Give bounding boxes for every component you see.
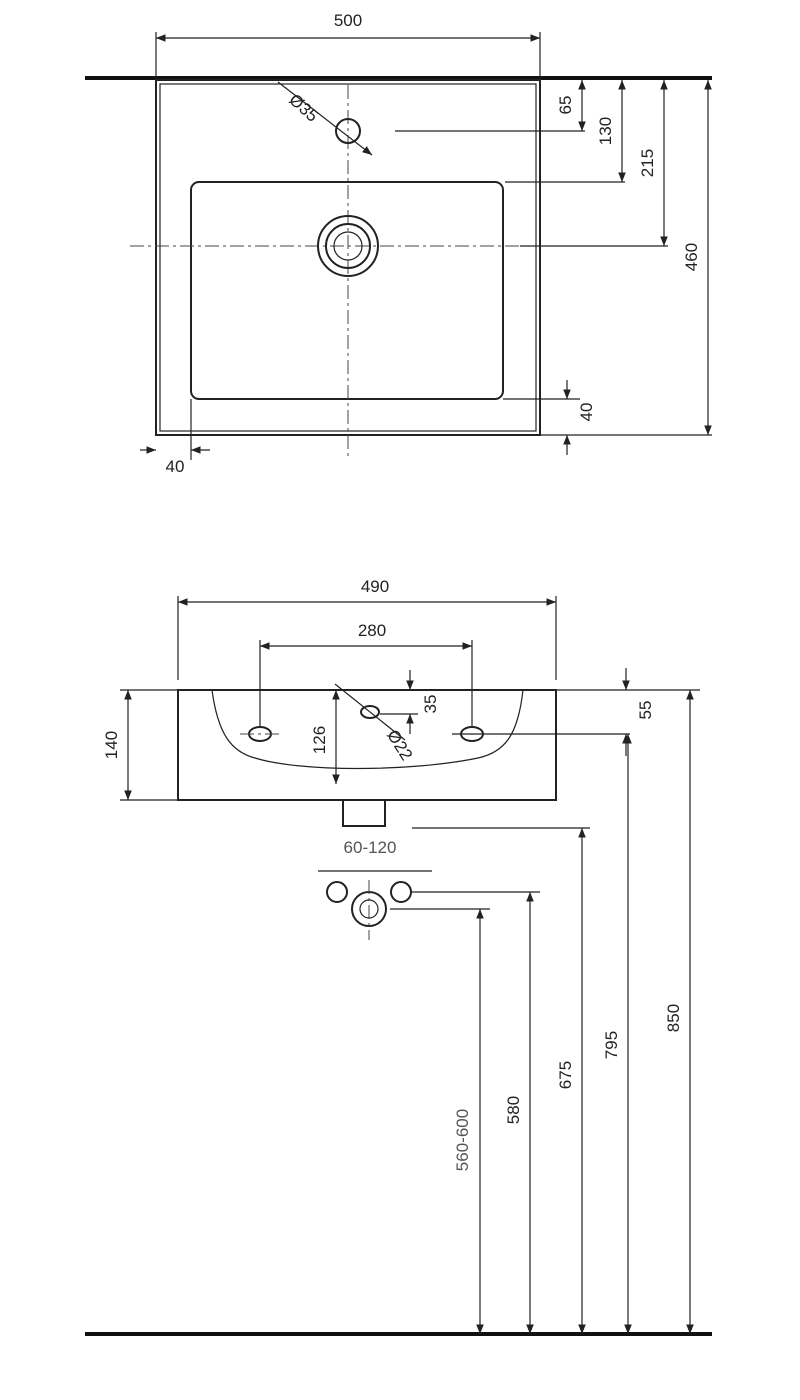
dim-55-label: 55 [636, 701, 655, 720]
dim-130-label: 130 [596, 117, 615, 145]
dim-126-label: 126 [310, 726, 329, 754]
supply-hole-left [326, 881, 348, 903]
supply-hole-right [390, 881, 412, 903]
dim-40-side-label: 40 [166, 457, 185, 476]
dim-490-label: 490 [361, 577, 389, 596]
dim-580-label: 580 [504, 1096, 523, 1124]
drain-stub [342, 799, 386, 827]
top-view: Ø35 500 65 130 215 460 40 40 [85, 11, 712, 476]
dim-560-600-label: 560-600 [453, 1109, 472, 1171]
front-view: Ø22 490 280 35 55 140 126 60-120 [85, 577, 712, 1336]
basin-outline-top [155, 79, 541, 436]
tap-hole-front-diameter-label: Ø22 [383, 726, 416, 763]
dim-500-label: 500 [334, 11, 362, 30]
tap-hole-front-leader [334, 683, 406, 741]
bowl-curve-front [211, 689, 524, 770]
drain-outer [317, 215, 379, 277]
dim-850-label: 850 [664, 1004, 683, 1032]
bowl-outline [190, 181, 504, 400]
tap-hole-diameter-label: Ø35 [285, 90, 322, 126]
dim-65-label: 65 [556, 96, 575, 115]
dim-35-label: 35 [421, 695, 440, 714]
drain-inner [333, 231, 363, 261]
tap-hole-leader [277, 81, 373, 156]
dim-795-label: 795 [602, 1031, 621, 1059]
dim-280-label: 280 [358, 621, 386, 640]
tap-hole [335, 118, 361, 144]
drain-mid [325, 223, 371, 269]
dim-215-label: 215 [638, 149, 657, 177]
dim-40-rim-label: 40 [577, 403, 596, 422]
dim-140-label: 140 [102, 731, 121, 759]
dim-460-label: 460 [682, 243, 701, 271]
dim-60-120-label: 60-120 [344, 838, 397, 857]
tap-hole-front [360, 705, 380, 719]
dim-675-label: 675 [556, 1061, 575, 1089]
